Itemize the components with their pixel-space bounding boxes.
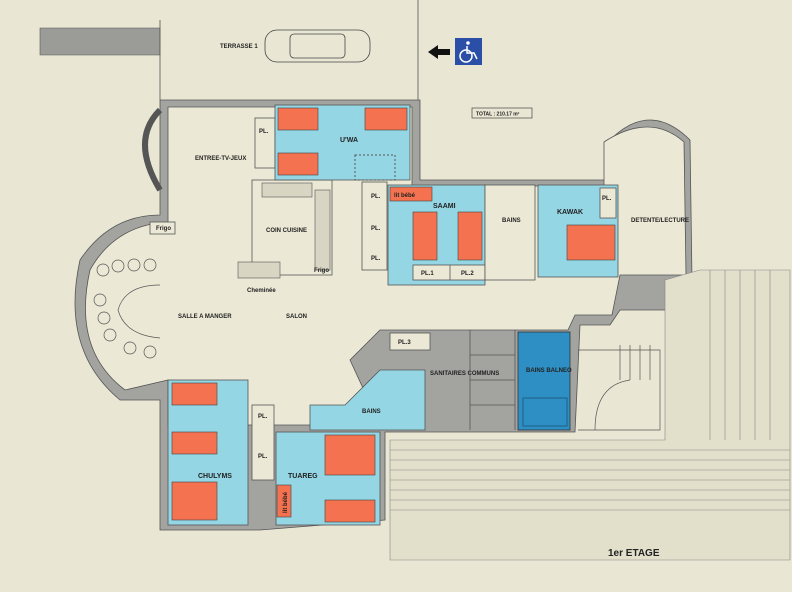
staircase	[578, 345, 661, 431]
bains-balneo	[517, 331, 571, 431]
frigo	[149, 221, 176, 235]
bed	[364, 107, 408, 131]
closet	[599, 187, 617, 219]
closets	[251, 404, 275, 481]
car-icon	[264, 29, 371, 63]
frigo-label: Frigo	[156, 226, 171, 232]
saami-label: SAAMI	[433, 203, 456, 210]
pl-label: PL.	[371, 194, 381, 200]
chulyms-label: CHULYMS	[198, 473, 232, 480]
bed	[277, 107, 319, 131]
dining-chairs	[93, 258, 161, 359]
tuareg-label: TUAREG	[288, 473, 318, 480]
cheminee-label: Cheminée	[247, 288, 276, 294]
lit-bebe	[276, 484, 292, 518]
uwa-label: U'WA	[340, 137, 358, 144]
bains-label: BAINS	[502, 218, 521, 224]
lit-bebe-label: lit bébé	[394, 193, 416, 199]
lit-bebe-label: lit bébé	[283, 491, 289, 513]
terrace-wall	[39, 27, 161, 56]
detente-label: DETENTE/LECTURE	[631, 218, 689, 224]
bed	[324, 434, 376, 476]
bathroom-bottom	[309, 369, 426, 431]
pl1-label: PL.1	[421, 271, 434, 277]
fireplace	[237, 261, 281, 279]
deck	[389, 269, 791, 561]
arrow-left-icon	[428, 45, 450, 59]
pl3-label: PL.3	[398, 340, 411, 346]
pl-label: PL.	[258, 454, 268, 460]
terrasse-label: TERRASSE 1	[220, 44, 258, 50]
total-area: TOTAL : 210.17 m²	[476, 112, 520, 118]
sanitaires-label: SANITAIRES COMMUNS	[430, 371, 499, 377]
counter	[261, 182, 313, 198]
pl2-label: PL.2	[461, 271, 474, 277]
pl-label: PL.	[258, 414, 268, 420]
frigo-label: Frigo	[314, 268, 329, 274]
bathroom-top	[484, 184, 536, 281]
bathtub	[522, 397, 568, 427]
wheelchair-icon	[455, 38, 482, 65]
pl-label: PL.	[371, 256, 381, 262]
closet	[389, 332, 431, 351]
bay-window	[142, 107, 163, 192]
closet	[254, 117, 276, 169]
pl-label: PL.	[602, 196, 612, 202]
lit-bebe	[389, 186, 433, 202]
bed	[412, 211, 438, 261]
wc-stalls	[469, 330, 516, 430]
pl-label: PL.	[371, 226, 381, 232]
bed	[566, 224, 616, 261]
salle-label: SALLE A MANGER	[178, 314, 232, 320]
kawak-label: KAWAK	[557, 209, 583, 216]
closets	[361, 181, 388, 271]
floor-title: 1er ETAGE	[608, 548, 660, 559]
bed	[324, 499, 376, 523]
bed	[277, 152, 319, 176]
bed	[171, 382, 218, 406]
counter	[314, 189, 331, 271]
entree-label: ENTREE-TV-JEUX	[195, 156, 246, 162]
pl-label: PL.	[259, 129, 269, 135]
salon-label: SALON	[286, 314, 307, 320]
dashed-area	[354, 154, 396, 181]
bed	[171, 431, 218, 455]
bains-label: BAINS	[362, 409, 381, 415]
bed	[457, 211, 483, 261]
bed	[171, 481, 218, 521]
total-box	[471, 107, 533, 119]
cuisine-label: COIN CUISINE	[266, 228, 307, 234]
balneo-label: BAINS BALNEO	[526, 368, 572, 374]
